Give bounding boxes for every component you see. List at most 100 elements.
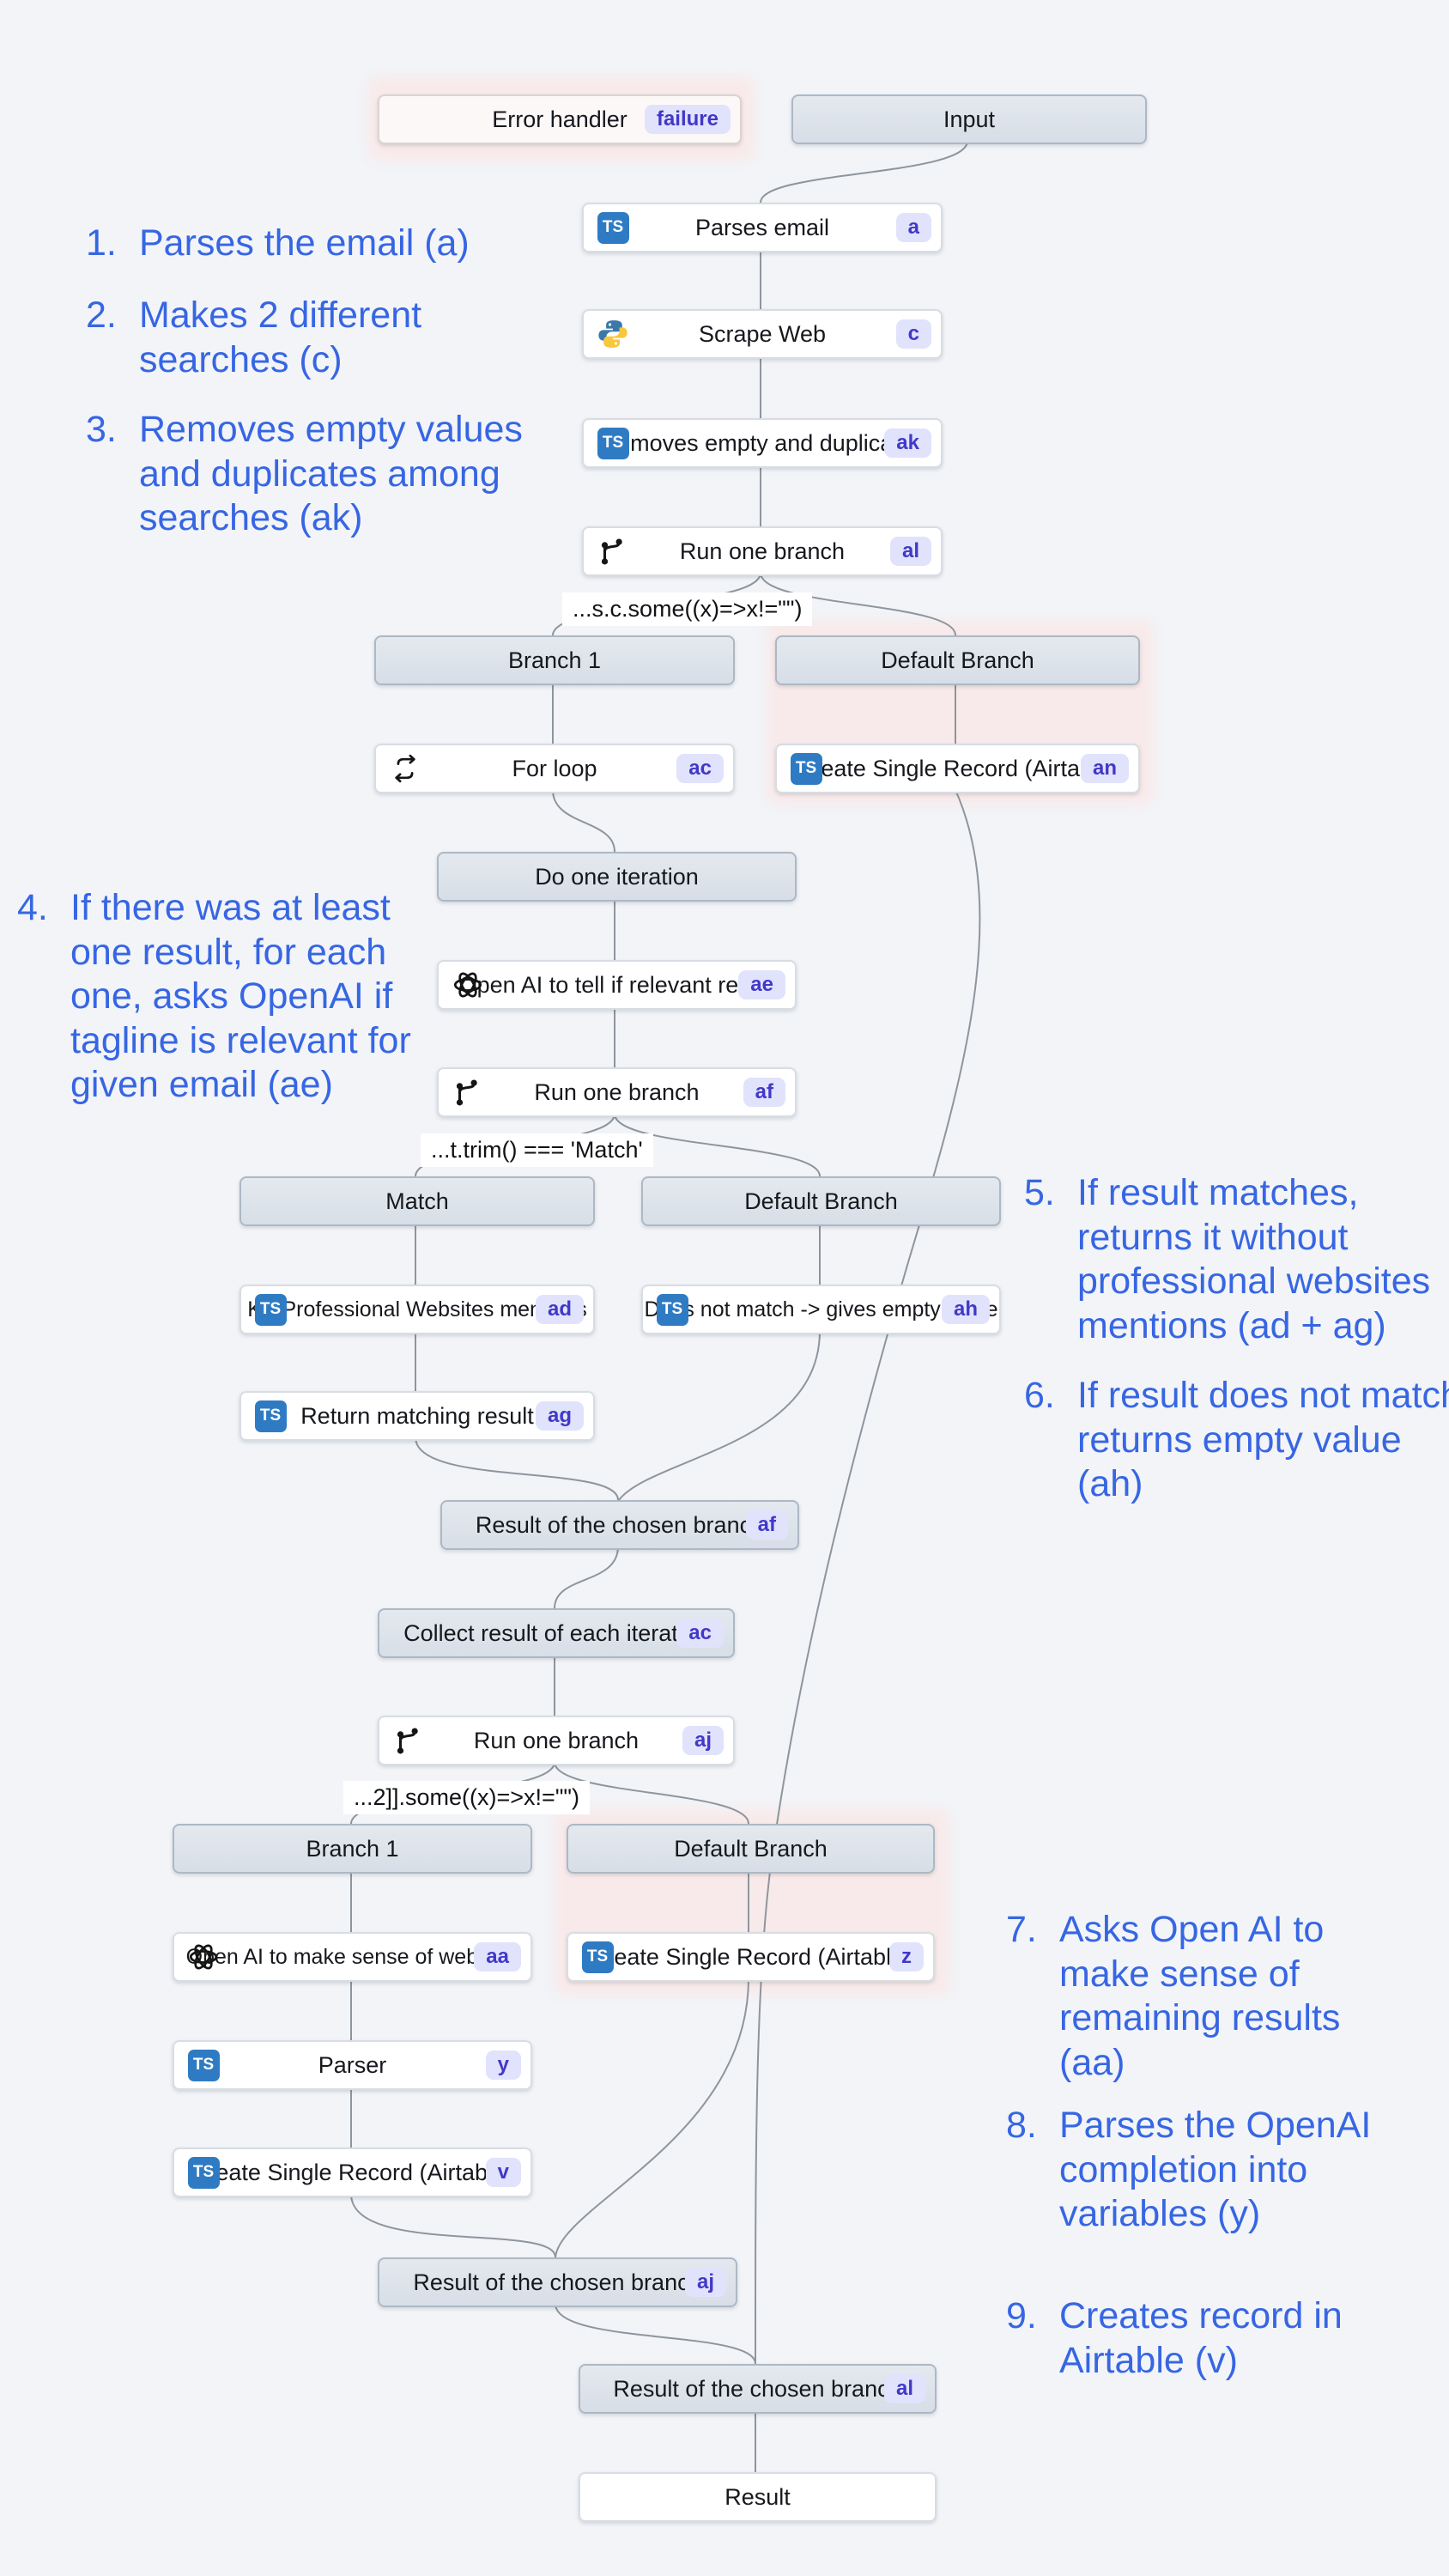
node-label: Do one iteration [535,863,699,890]
annotation-number: 2. [86,295,117,336]
annotation-text: If result matches, returns it without pr… [1077,1172,1431,1346]
node-parses-email[interactable]: TS Parses email a [582,203,943,252]
node-label: Run one branch [534,1078,700,1105]
edge [554,1761,749,1825]
node-parser[interactable]: TS Parser y [173,2040,532,2090]
node-badge: aj [684,2268,726,2297]
node-default-branch-mid[interactable]: Default Branch [641,1176,1001,1226]
node-kill-professional[interactable]: TS Kill Professional Websites mentions a… [239,1285,595,1334]
node-label: Input [943,106,996,132]
node-label: Error handler [492,106,627,132]
node-result-chosen-af[interactable]: Result of the chosen branch af [440,1500,799,1550]
node-openai-relevant[interactable]: Open AI to tell if relevant result ae [437,960,797,1010]
node-badge: af [745,1510,788,1540]
node-label: Match [385,1188,449,1214]
node-badge: ae [738,970,785,999]
branch-icon [391,1722,427,1759]
annotation-text: Asks Open AI to make sense of remaining … [1059,1909,1341,2083]
annotation-6: 6. If result does not match, returns emp… [1024,1374,1449,1507]
node-scrape-web[interactable]: Scrape Web c [582,309,943,359]
typescript-icon: TS [185,2047,221,2083]
edge [350,2193,556,2258]
edge [555,2303,756,2365]
annotation-text: Creates record in Airtable (v) [1059,2295,1343,2381]
node-match-header[interactable]: Match [239,1176,595,1226]
annotation-text: Makes 2 different searches (c) [139,295,422,380]
node-label: Result of the chosen branch [413,2269,702,2295]
node-create-record-z[interactable]: TS Create Single Record (Airtable) z [567,1932,935,1982]
typescript-icon: TS [788,750,824,787]
node-run-one-branch-af[interactable]: Run one branch af [437,1067,797,1117]
node-label: Branch 1 [306,1835,399,1862]
node-input[interactable]: Input [791,94,1147,144]
node-label: Scrape Web [698,320,827,347]
annotation-text: Removes empty values and duplicates amon… [139,409,523,539]
typescript-icon: TS [595,425,631,461]
node-badge: ah [941,1295,990,1324]
edge [614,1113,821,1177]
branch-condition-3: ...2]].some((x)=>x!="") [343,1781,590,1814]
edge [760,572,956,636]
openai-icon [450,967,486,1003]
annotation-number: 5. [1024,1172,1055,1213]
typescript-icon: TS [185,2154,221,2190]
node-branch-1-top[interactable]: Branch 1 [374,635,735,685]
node-badge: ac [676,754,724,783]
node-result[interactable]: Result [579,2472,937,2522]
node-badge: ac [676,1619,724,1648]
node-badge: aj [682,1726,724,1755]
node-label: Kill Professional Websites mentions [247,1297,587,1321]
typescript-icon: TS [252,1291,288,1327]
edge [552,789,615,853]
node-collect-result[interactable]: Collect result of each iteration ac [378,1608,735,1658]
edge [755,789,981,2365]
node-for-loop[interactable]: For loop ac [374,744,735,793]
annotation-text: Parses the OpenAI completion into variab… [1059,2105,1372,2235]
edge [554,1546,619,1609]
edge [555,1978,749,2258]
node-label: Parses email [694,214,830,240]
node-label: Default Branch [674,1835,828,1862]
node-label: Default Branch [881,647,1034,673]
node-result-chosen-al[interactable]: Result of the chosen branch al [579,2364,937,2414]
node-label: Collect result of each iteration [403,1619,709,1646]
node-label: Default Branch [744,1188,898,1214]
annotation-3: 3. Removes empty values and duplicates a… [86,408,527,541]
node-openai-sense[interactable]: Open AI to make sense of web info aa [173,1932,532,1982]
node-result-chosen-aj[interactable]: Result of the chosen branch aj [378,2257,737,2307]
node-run-one-branch-aj[interactable]: Run one branch aj [378,1716,735,1765]
node-badge: v [485,2158,521,2187]
typescript-icon: TS [654,1291,690,1327]
node-branch-1-bottom[interactable]: Branch 1 [173,1824,532,1874]
node-label: Run one branch [679,538,846,564]
node-removes-empty-duplicates[interactable]: TS Removes empty and duplicates ak [582,418,943,468]
node-badge: af [743,1078,785,1107]
node-return-matching[interactable]: TS Return matching result ag [239,1391,595,1441]
openai-icon [185,1939,221,1975]
edge [618,1330,821,1501]
node-badge: aa [474,1942,521,1971]
edge [415,1437,619,1501]
node-label: Run one branch [473,1727,640,1753]
annotation-9: 9. Creates record in Airtable (v) [1006,2294,1403,2383]
node-does-not-match[interactable]: TS Does not match -> gives empty value a… [641,1285,1001,1334]
node-create-record-an[interactable]: TS Create Single Record (Airtable) an [775,744,1140,793]
node-do-one-iteration[interactable]: Do one iteration [437,852,797,902]
node-badge: ak [884,428,931,458]
branch-condition-1: ...s.c.some((x)=>x!="") [562,592,813,626]
node-default-branch-top[interactable]: Default Branch [775,635,1140,685]
node-badge: a [895,213,931,242]
node-label: Create Single Record (Airtable) [796,755,1119,781]
node-error-handler[interactable]: Error handler failure [378,94,742,144]
node-label: Result [724,2483,791,2510]
node-create-record-v[interactable]: TS Create Single Record (Airtable) v [173,2148,532,2197]
loop-icon [387,750,423,787]
typescript-icon: TS [579,1939,615,1975]
annotation-2: 2. Makes 2 different searches (c) [86,294,500,382]
node-default-branch-bottom[interactable]: Default Branch [567,1824,935,1874]
annotation-number: 1. [86,222,117,264]
branch-condition-2: ...t.trim() === 'Match' [421,1133,653,1167]
node-badge: an [1080,754,1129,783]
node-run-one-branch-al[interactable]: Run one branch al [582,526,943,576]
